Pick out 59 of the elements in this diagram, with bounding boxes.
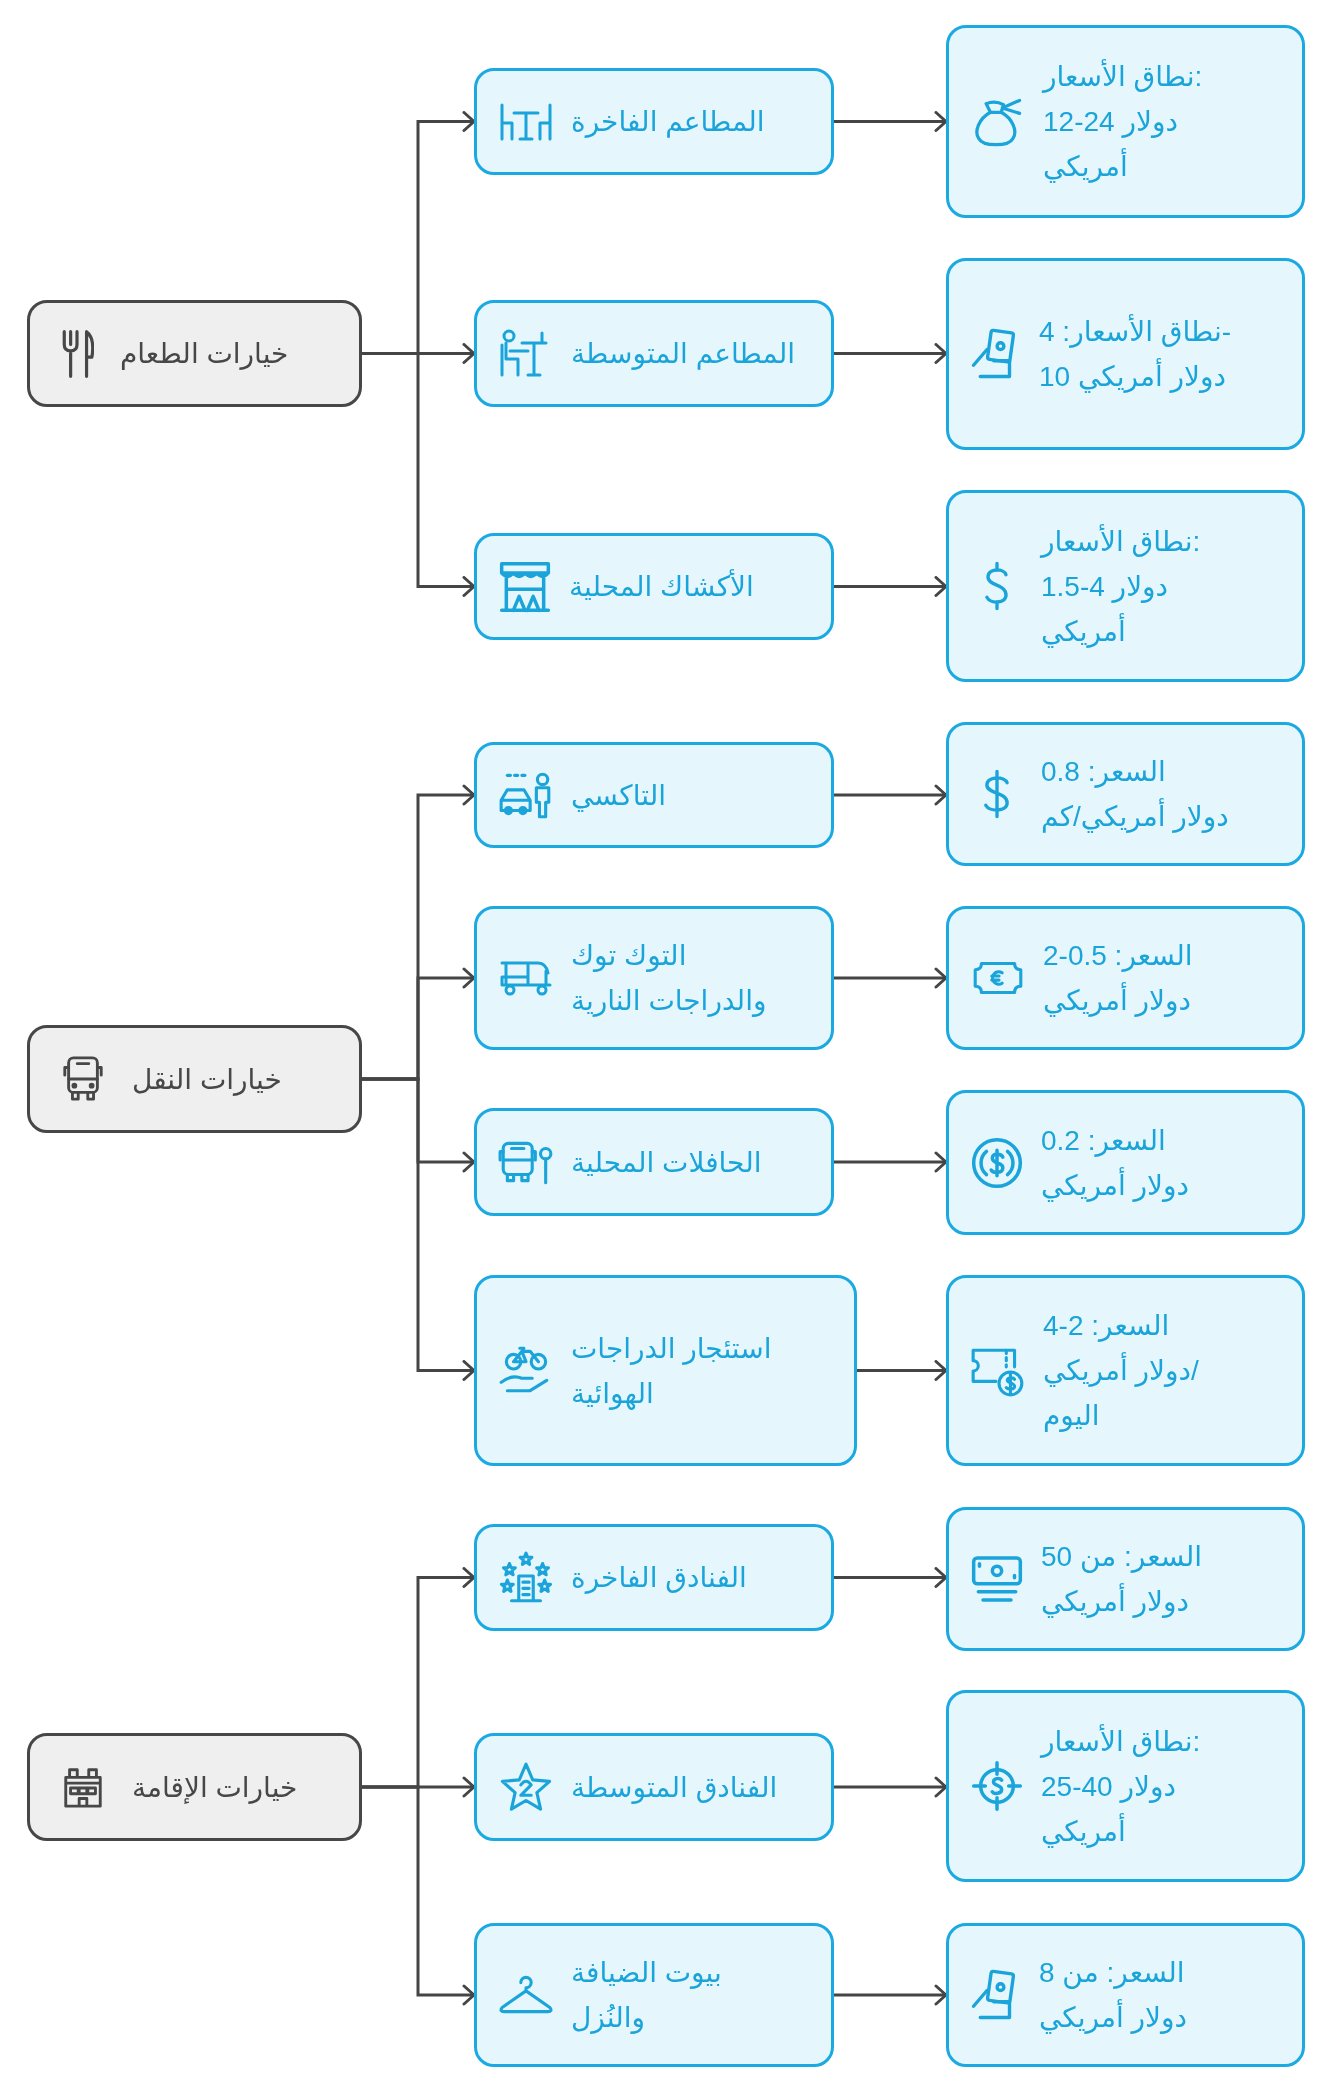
price-box xyxy=(946,1090,1305,1235)
category-label: خيارات الطعام xyxy=(120,337,289,372)
option-label: الفنادق الفاخرة xyxy=(571,1561,747,1596)
arrow xyxy=(834,1776,948,1798)
option-box xyxy=(474,1733,834,1841)
price-text: نطاق الأسعار: 25-40 دولار أمريكي xyxy=(1041,1723,1201,1850)
arrow xyxy=(834,343,948,364)
arrow xyxy=(834,111,948,132)
arrow xyxy=(834,1151,948,1173)
category-box xyxy=(27,1025,362,1133)
price-box xyxy=(946,258,1305,450)
arrow xyxy=(834,967,948,989)
option-label: التاكسي xyxy=(571,778,666,814)
category-label: خيارات الإقامة xyxy=(132,1770,298,1806)
option-box xyxy=(474,68,834,175)
price-box xyxy=(946,906,1305,1050)
price-text: السعر: من 8 دولار أمريكي xyxy=(1039,1956,1188,2036)
arrow xyxy=(362,352,476,597)
price-text: السعر: 0.2 دولار أمريكي xyxy=(1041,1123,1190,1204)
option-label: التوك توك والدراجات النارية xyxy=(571,939,767,1019)
option-box xyxy=(474,300,834,407)
arrow xyxy=(834,1984,948,2006)
arrow xyxy=(834,576,948,597)
price-text: نطاق الأسعار: 4-10 دولار أمريكي xyxy=(1039,313,1232,395)
option-box xyxy=(474,1108,834,1216)
price-text: نطاق الأسعار: 1.5-4 دولار أمريكي xyxy=(1041,523,1201,650)
price-box xyxy=(946,25,1305,218)
price-box xyxy=(946,1690,1305,1882)
option-box xyxy=(474,742,834,848)
option-box xyxy=(474,1275,857,1466)
category-box xyxy=(27,1733,362,1841)
option-box xyxy=(474,906,834,1050)
option-label: الأكشاك المحلية xyxy=(569,568,754,604)
price-box xyxy=(946,490,1305,682)
price-box xyxy=(946,1275,1305,1466)
option-box xyxy=(474,1524,834,1631)
category-label: خيارات النقل xyxy=(132,1062,282,1098)
arrow xyxy=(362,1785,476,2006)
price-box xyxy=(946,1923,1305,2067)
category-box xyxy=(27,300,362,407)
price-box xyxy=(946,722,1305,866)
arrow xyxy=(834,784,948,806)
price-text: السعر: من 50 دولار أمريكي xyxy=(1041,1540,1203,1620)
price-text: السعر: 2-4 دولار أمريكي/اليوم xyxy=(1043,1309,1199,1434)
option-box xyxy=(474,533,834,640)
arrow xyxy=(834,1567,948,1588)
option-label: استئجار الدراجات الهوائية xyxy=(571,1331,772,1412)
option-label: بيوت الضيافة والنُزل xyxy=(571,1956,722,2036)
price-text: نطاق الأسعار: 12-24 دولار أمريكي xyxy=(1043,58,1203,185)
price-text: السعر: 0.5-2 دولار أمريكي xyxy=(1043,939,1193,1019)
option-label: الفنادق المتوسطة xyxy=(571,1770,778,1806)
option-label: المطاعم الفاخرة xyxy=(571,105,765,140)
option-label: المطاعم المتوسطة xyxy=(571,337,795,372)
option-box xyxy=(474,1923,834,2067)
option-label: الحافلات المحلية xyxy=(571,1145,762,1180)
price-text: السعر: 0.8 دولار أمريكي/كم xyxy=(1041,755,1229,835)
price-box xyxy=(946,1507,1305,1651)
arrow xyxy=(362,1077,476,1381)
arrow xyxy=(857,1360,948,1381)
